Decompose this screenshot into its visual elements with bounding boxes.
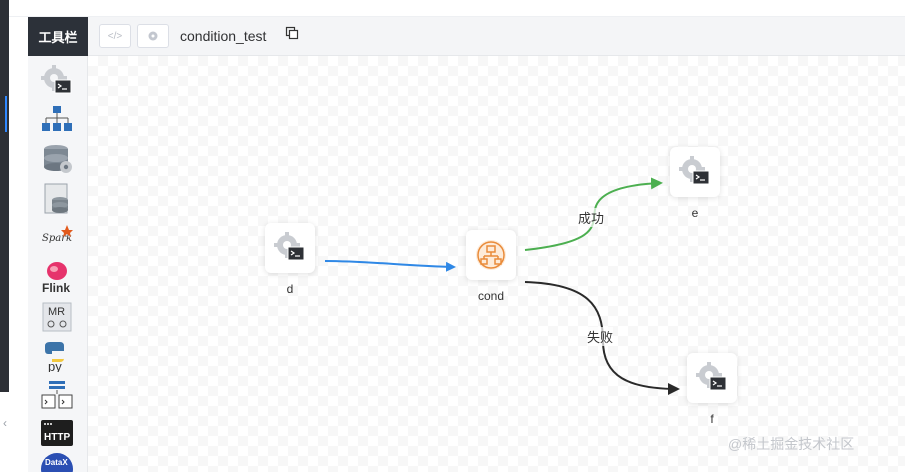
task-node-e[interactable]: e <box>665 147 725 220</box>
task-node-icon-box <box>670 147 720 197</box>
startup-parameters-button[interactable] <box>137 24 169 48</box>
watermark: @稀土掘金技术社区 <box>728 436 855 452</box>
spark-icon: Spark <box>42 225 73 244</box>
svg-text:HTTP: HTTP <box>44 432 70 443</box>
dag-canvas[interactable]: 成功 失败 d <box>88 56 905 472</box>
copy-icon[interactable] <box>285 26 299 40</box>
palette-item-spark[interactable]: Spark <box>40 220 74 254</box>
workflow-name: condition_test <box>180 28 267 44</box>
shell-icon <box>41 65 72 94</box>
dependent-icon <box>41 381 73 409</box>
sql-icon <box>44 183 68 214</box>
circle-dot-icon <box>148 31 158 41</box>
flink-icon: Flink <box>42 262 70 294</box>
shell-icon <box>696 362 727 391</box>
mr-icon: MR <box>42 302 72 332</box>
palette-item-http[interactable]: HTTP <box>40 416 74 450</box>
view-variables-button[interactable]: </> <box>99 24 131 48</box>
palette-item-procedure[interactable] <box>40 142 74 176</box>
datax-icon: DataX <box>41 453 73 472</box>
edge-d-to-cond[interactable] <box>324 260 456 272</box>
condition-icon <box>476 240 506 270</box>
palette-item-sub-process[interactable] <box>40 102 74 136</box>
task-node-label: e <box>691 206 699 220</box>
palette-item-shell[interactable] <box>40 64 74 98</box>
collapse-sidebar-icon[interactable]: ‹ <box>3 416 7 430</box>
nav-strip-lower <box>0 392 9 472</box>
svg-text:Spark: Spark <box>42 233 72 244</box>
svg-text:MR: MR <box>48 306 65 318</box>
task-node-icon-box <box>687 353 737 403</box>
shell-icon <box>679 156 710 185</box>
top-bar <box>9 0 905 17</box>
nav-active-indicator <box>5 96 7 132</box>
task-node-icon-box <box>466 230 516 280</box>
code-icon: </> <box>107 30 123 42</box>
task-node-f[interactable]: f <box>682 353 742 426</box>
task-palette: Spark Flink MR py <box>28 56 88 472</box>
task-node-label: cond <box>477 289 505 303</box>
svg-text:DataX: DataX <box>45 458 68 467</box>
task-node-d[interactable]: d <box>260 223 320 296</box>
toolbox-title: 工具栏 <box>28 17 88 56</box>
palette-item-python[interactable]: py <box>40 338 74 372</box>
procedure-icon <box>44 145 72 173</box>
palette-item-dependent[interactable] <box>40 378 74 412</box>
svg-text:Flink: Flink <box>42 281 70 294</box>
edge-label-failure: 失败 <box>587 327 614 346</box>
python-icon: py <box>45 342 64 372</box>
sub-process-icon <box>42 106 72 131</box>
task-node-cond[interactable]: cond <box>461 230 521 303</box>
svg-text:py: py <box>48 359 62 372</box>
task-node-icon-box <box>265 223 315 273</box>
task-node-label: f <box>710 412 714 426</box>
main-nav-strip <box>0 0 9 472</box>
edge-cond-to-e[interactable] <box>524 177 663 251</box>
palette-item-mr[interactable]: MR <box>40 300 74 334</box>
workflow-header: </> condition_test <box>88 17 905 56</box>
palette-item-sql[interactable] <box>40 182 74 216</box>
http-icon: HTTP <box>41 420 73 446</box>
task-node-label: d <box>286 282 294 296</box>
palette-item-flink[interactable]: Flink <box>40 260 74 294</box>
palette-item-datax[interactable]: DataX <box>40 452 74 472</box>
edge-label-success: 成功 <box>578 208 605 227</box>
shell-icon <box>274 232 305 261</box>
